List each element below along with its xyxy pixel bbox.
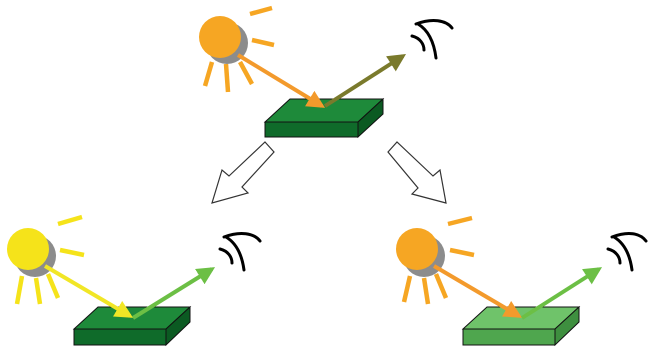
sun-rays [14,214,85,305]
eye-icon [410,19,454,60]
incident-ray [236,53,326,108]
hollow-arrow-icon [387,141,447,204]
incident-ray [43,264,134,318]
reflected-ray [520,267,603,320]
surface-block [461,305,581,347]
eye-icon [606,232,648,272]
reflected-ray [131,267,216,320]
surface-block [263,97,385,139]
sun-icon [199,16,248,64]
reflected-ray [323,54,407,108]
eye-icon [218,232,262,272]
surface-block [72,305,192,347]
hollow-arrow-icon [211,141,275,204]
scene-bottom-left [7,214,262,347]
scene-bottom-right [396,215,648,347]
sun-rays [401,215,475,305]
incident-ray [432,264,523,318]
scene-top [199,5,454,139]
sun-rays [202,5,275,93]
